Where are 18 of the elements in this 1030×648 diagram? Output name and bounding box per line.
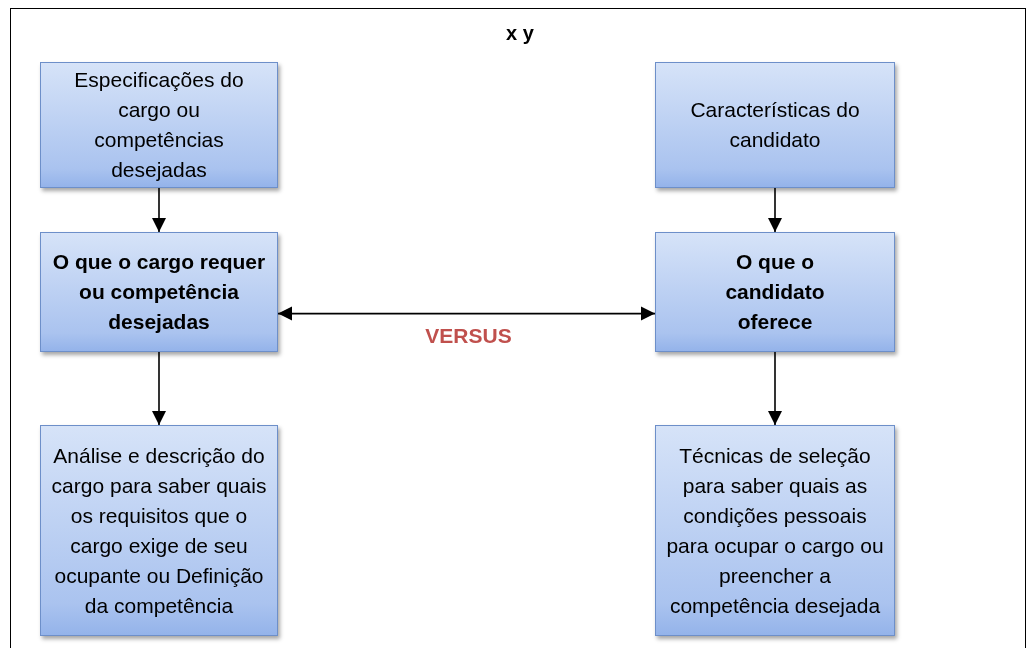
- arrow: [277, 306, 656, 321]
- box-text: O que o cargo requer ou competência desejadas: [51, 249, 267, 335]
- box-text: O que o candidato oferece: [724, 249, 826, 335]
- arrow: [151, 351, 167, 426]
- process-box: [40, 232, 278, 352]
- arrow: [151, 187, 167, 233]
- process-box: [655, 62, 895, 188]
- box-text: Análise e descrição do cargo para saber quais os requisitos que o cargo exige de seu ocupante ou Definição da competência: [51, 442, 267, 619]
- process-box: [40, 62, 278, 188]
- process-box: [655, 232, 895, 352]
- title: x y: [505, 22, 535, 45]
- box-text: Técnicas de seleção para saber quais as condições pessoais para ocupar o cargo ou preencher a competência desejada: [666, 442, 884, 619]
- arrow: [767, 351, 783, 426]
- process-box: [40, 425, 278, 636]
- process-box: [655, 425, 895, 636]
- arrow: [767, 187, 783, 233]
- box-text: Características do candidato: [689, 97, 861, 153]
- box-text: Especificações do cargo ou competências desejadas: [73, 67, 245, 183]
